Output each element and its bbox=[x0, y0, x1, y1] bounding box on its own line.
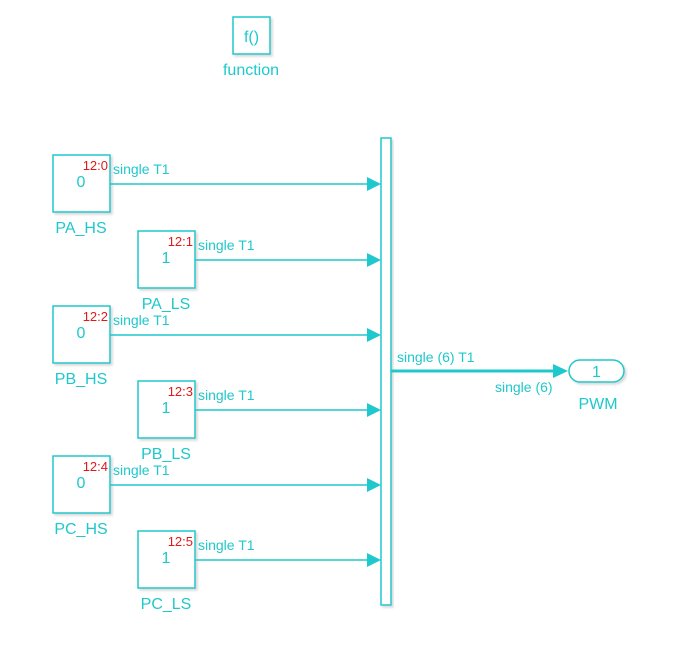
outport-name: PWM bbox=[578, 396, 617, 413]
execution-order: 12:2 bbox=[83, 309, 108, 324]
constant-name: PC_LS bbox=[141, 596, 192, 613]
constant-name: PB_LS bbox=[141, 446, 191, 463]
outport-dimension-label: single (6) bbox=[495, 379, 553, 395]
signal-type-label: single T1 bbox=[198, 537, 255, 553]
mux-bar[interactable] bbox=[380, 137, 392, 606]
function-block-frame[interactable] bbox=[232, 16, 271, 55]
signal-type-label: single T1 bbox=[113, 312, 170, 328]
execution-order: 12:5 bbox=[168, 534, 193, 549]
signal-arrowhead bbox=[367, 328, 381, 342]
outport-number: 1 bbox=[592, 364, 601, 381]
signal-line[interactable]: single T1 bbox=[110, 161, 381, 191]
constant-name: PA_LS bbox=[142, 296, 191, 313]
execution-order: 12:3 bbox=[168, 384, 193, 399]
signal-line[interactable]: single T1 bbox=[195, 237, 381, 267]
constant-name: PB_HS bbox=[55, 371, 107, 388]
constant-block-frame[interactable] bbox=[137, 530, 196, 589]
signal-type-label: single T1 bbox=[198, 387, 255, 403]
bus-arrowhead bbox=[553, 364, 568, 378]
signal-arrowhead bbox=[367, 253, 381, 267]
outport-frame[interactable] bbox=[568, 359, 625, 383]
mux-block[interactable] bbox=[380, 137, 392, 606]
execution-order: 12:1 bbox=[168, 234, 193, 249]
constant-name: PC_HS bbox=[54, 521, 107, 538]
constant-value: 0 bbox=[77, 325, 86, 342]
constant-value: 1 bbox=[162, 550, 171, 567]
constant-value: 0 bbox=[77, 475, 86, 492]
signal-type-label: single T1 bbox=[198, 237, 255, 253]
mux-output-signal[interactable]: single (6) T1 single (6) bbox=[391, 349, 568, 395]
mux-output-signal-label: single (6) T1 bbox=[397, 349, 475, 365]
execution-order: 12:0 bbox=[83, 158, 108, 173]
function-glyph: f() bbox=[244, 29, 259, 46]
constant-value: 1 bbox=[162, 400, 171, 417]
function-block[interactable]: f() function bbox=[223, 16, 279, 79]
constant-block-frame[interactable] bbox=[52, 305, 111, 364]
signal-line[interactable]: single T1 bbox=[110, 312, 381, 342]
function-label: function bbox=[223, 62, 279, 79]
signal-line[interactable]: single T1 bbox=[110, 462, 381, 492]
constant-block-frame[interactable] bbox=[52, 455, 111, 514]
signal-line[interactable]: single T1 bbox=[195, 387, 381, 417]
signal-arrowhead bbox=[367, 403, 381, 417]
constant-name: PA_HS bbox=[55, 220, 106, 237]
signal-arrowhead bbox=[367, 478, 381, 492]
signal-arrowhead bbox=[367, 177, 381, 191]
constant-block-frame[interactable] bbox=[52, 154, 111, 213]
constant-value: 0 bbox=[77, 174, 86, 191]
signal-type-label: single T1 bbox=[113, 161, 170, 177]
constant-value: 1 bbox=[162, 250, 171, 267]
signal-type-label: single T1 bbox=[113, 462, 170, 478]
execution-order: 12:4 bbox=[83, 459, 108, 474]
signal-arrowhead bbox=[367, 553, 381, 567]
constant-block-frame[interactable] bbox=[137, 380, 196, 439]
constant-block-frame[interactable] bbox=[137, 230, 196, 289]
outport-block[interactable]: 1 PWM bbox=[568, 359, 625, 413]
signal-line[interactable]: single T1 bbox=[195, 537, 381, 567]
